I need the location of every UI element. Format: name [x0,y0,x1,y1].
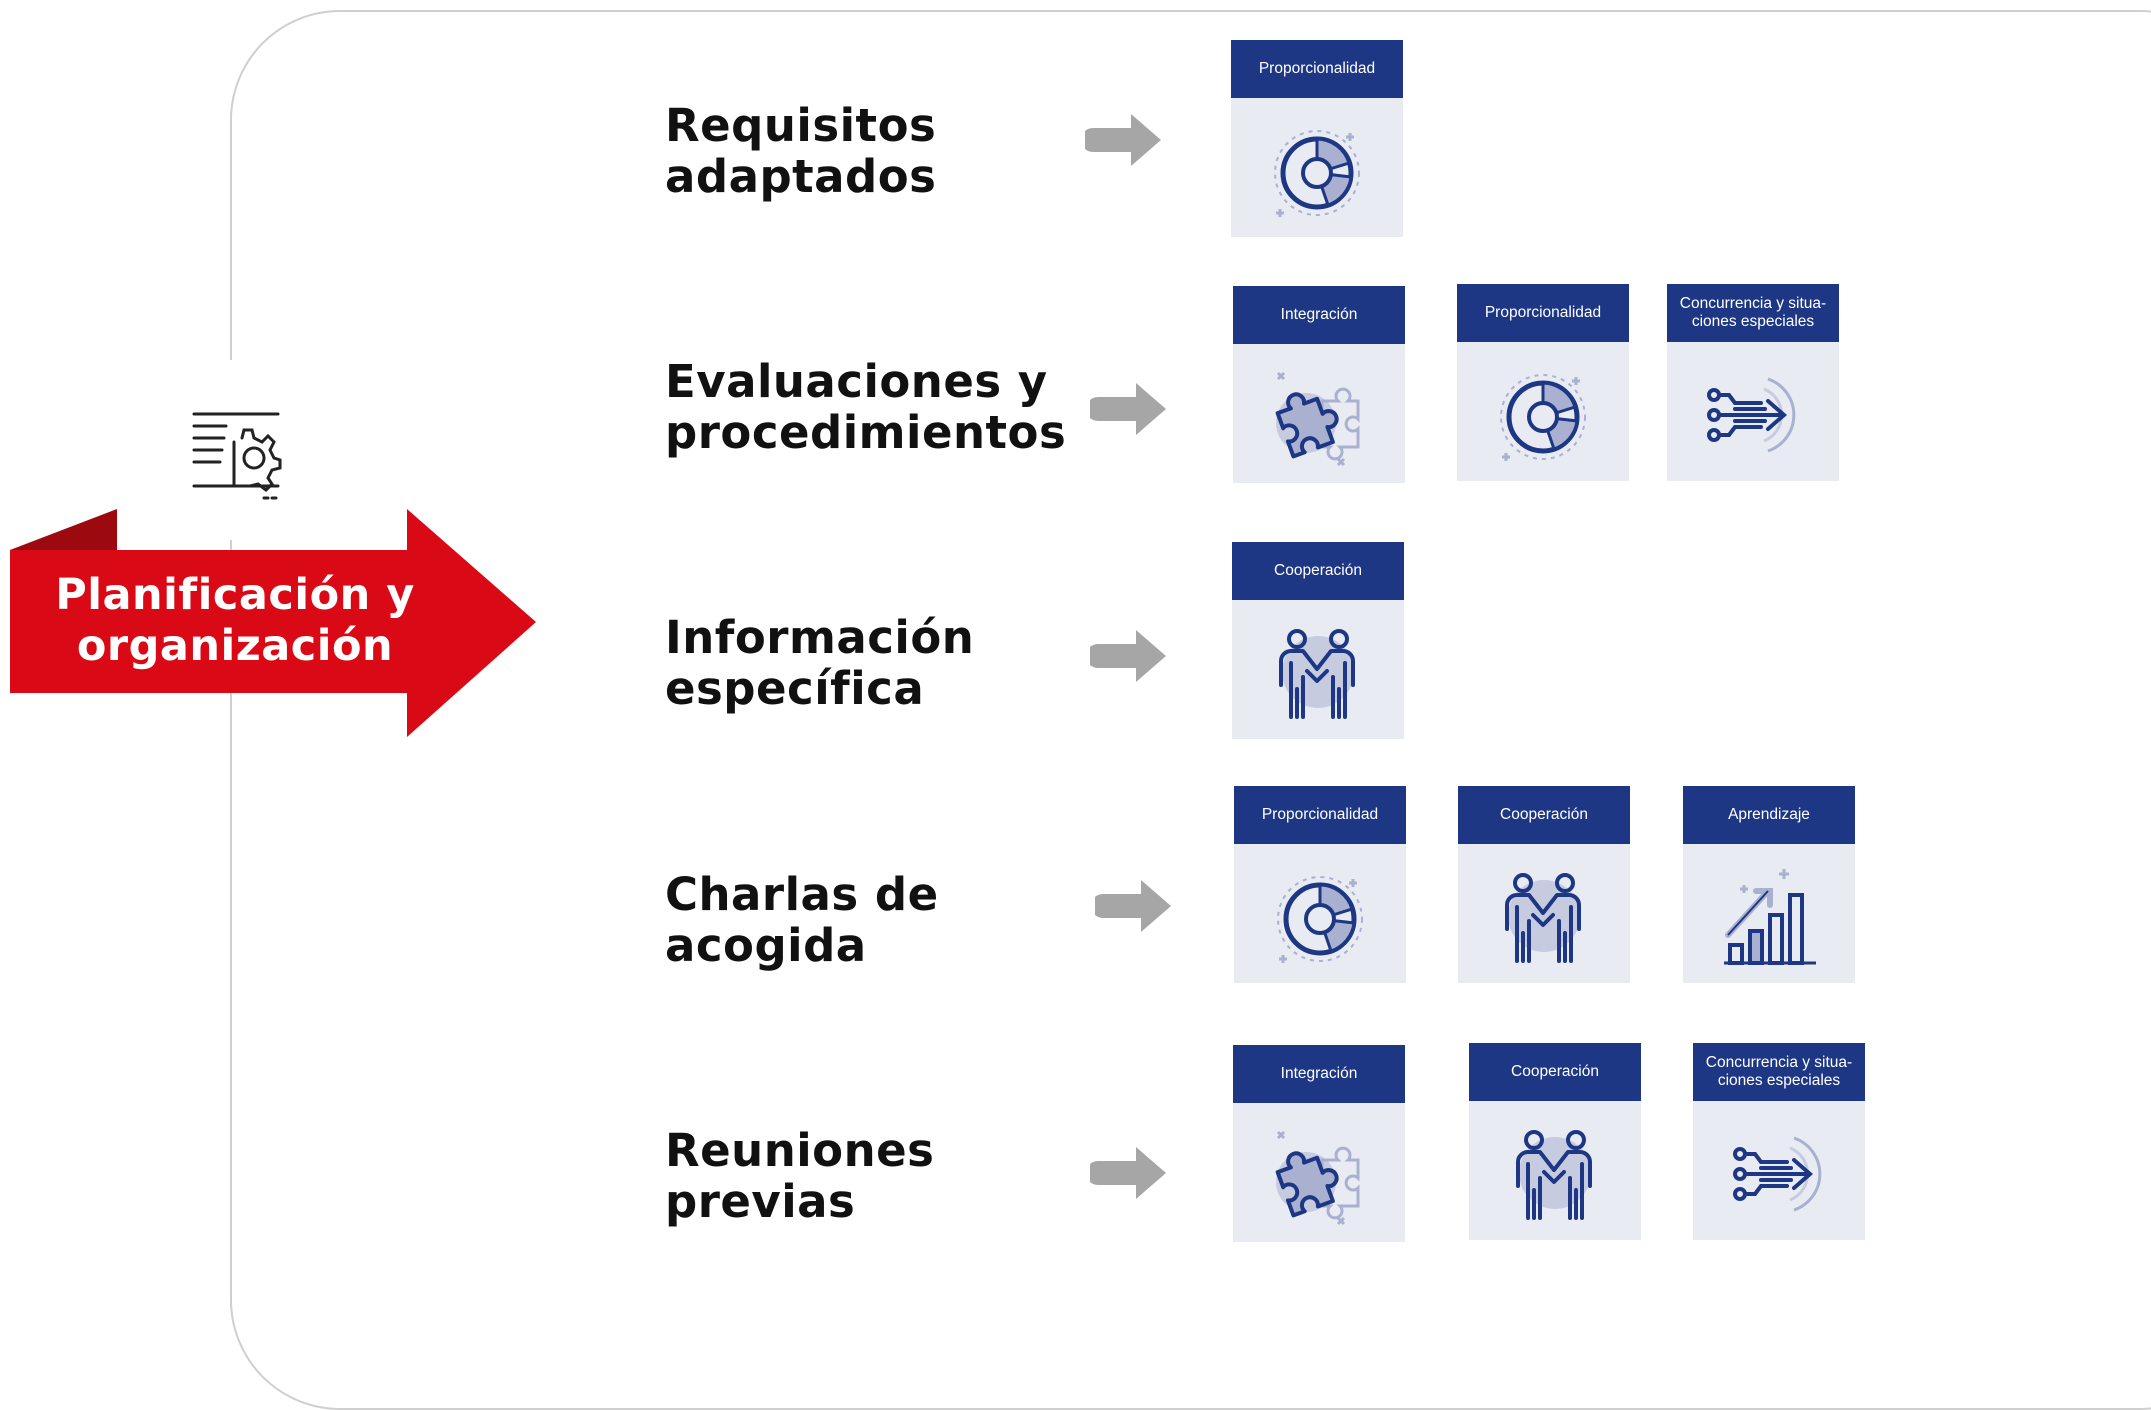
handshake-people-icon [1489,861,1599,971]
card-label: Cooperación [1274,562,1362,579]
main-label-line: Planificación y [55,570,415,620]
circuit-arrow-icon [1724,1118,1834,1228]
row-title-line: procedimientos [665,406,1067,459]
main-label-line: organización [76,621,394,671]
card-header: Cooperación [1232,542,1404,600]
handshake-people-icon [1500,1118,1610,1228]
card-label: Cooperación [1511,1063,1599,1080]
row-title-line: acogida [665,919,867,972]
card-label: Concurrencia y situa-ciones especiales [1706,1054,1852,1090]
connector-arrow-icon [1090,1145,1170,1201]
card-label: Integración [1280,306,1358,323]
connector-arrow-icon [1090,381,1170,437]
main-banner-arrow [10,509,536,737]
process-settings-icon [192,412,282,500]
puzzle-icon [1264,361,1374,471]
card-header: Integración [1233,1045,1405,1103]
principle-card: Cooperación [1469,1043,1641,1240]
row-title-line: Charlas de [665,868,939,921]
card-label-line: Concurrencia y situa- [1705,1054,1853,1071]
principle-card: Proporcionalidad [1231,40,1403,237]
principle-card: Aprendizaje [1683,786,1855,983]
card-header: Concurrencia y situa-ciones especiales [1667,284,1839,342]
principle-card: Concurrencia y situa-ciones especiales [1667,284,1839,481]
pie-chart-icon [1488,359,1598,469]
connector-arrow-icon [1090,628,1170,684]
row-title-line: Información [665,611,975,664]
principle-card: Proporcionalidad [1234,786,1406,983]
principle-card: Integración [1233,1045,1405,1242]
card-label-line: ciones especiales [1717,1072,1841,1089]
card-header: Concurrencia y situa-ciones especiales [1693,1043,1865,1101]
row-title-line: adaptados [665,150,937,203]
card-header: Cooperación [1458,786,1630,844]
card-header: Cooperación [1469,1043,1641,1101]
card-label: Integración [1280,1065,1358,1082]
banner-body [10,509,536,737]
row-title-line: Requisitos [665,99,937,152]
card-label: Proporcionalidad [1258,60,1376,77]
row-title-line: Evaluaciones y [665,355,1048,408]
pie-chart-icon [1262,115,1372,225]
pie-chart-icon [1265,861,1375,971]
handshake-people-icon [1263,617,1373,727]
row-title-line: previas [665,1175,856,1228]
card-header: Proporcionalidad [1457,284,1629,342]
connector-arrow-icon [1085,112,1165,168]
principle-card: Proporcionalidad [1457,284,1629,481]
circuit-arrow-icon [1698,359,1808,469]
principle-card: Concurrencia y situa-ciones especiales [1693,1043,1865,1240]
row-title-line: Reuniones [665,1124,935,1177]
card-label: Cooperación [1500,806,1588,823]
banner-fold [10,509,117,550]
card-header: Proporcionalidad [1234,786,1406,844]
growth-chart-icon [1714,861,1824,971]
card-header: Proporcionalidad [1231,40,1403,98]
card-label: Proporcionalidad [1484,304,1602,321]
card-header: Aprendizaje [1683,786,1855,844]
principle-card: Integración [1233,286,1405,483]
card-label: Concurrencia y situa-ciones especiales [1680,295,1826,331]
card-label: Aprendizaje [1728,806,1810,823]
card-label: Proporcionalidad [1261,806,1379,823]
main-label: Planificación y organización [10,570,460,672]
card-label-line: ciones especiales [1691,313,1815,330]
puzzle-icon [1264,1120,1374,1230]
principle-card: Cooperación [1458,786,1630,983]
connector-arrow-icon [1095,878,1175,934]
principle-card: Cooperación [1232,542,1404,739]
row-title-line: específica [665,662,925,715]
card-header: Integración [1233,286,1405,344]
card-label-line: Concurrencia y situa- [1679,295,1827,312]
